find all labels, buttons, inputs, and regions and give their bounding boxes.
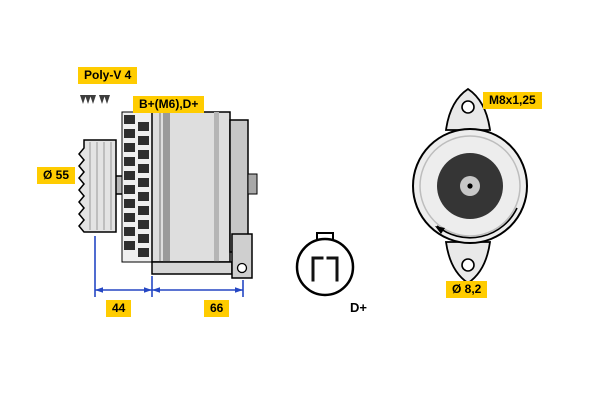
dimension-44-label: 44 [106, 300, 132, 317]
terminals-label: B+(M6),D+ [133, 96, 205, 113]
belt-profile-icon [80, 95, 110, 104]
connector-d-plus-label: D+ [350, 300, 367, 315]
dimension-66-label: 66 [204, 300, 230, 317]
bottom-mount-hole [461, 258, 475, 272]
cooling-fins [124, 115, 149, 257]
top-mount-hole [461, 100, 475, 114]
mount-hole-diameter-label: Ø 8,2 [446, 281, 488, 298]
thread-size-label: M8x1,25 [483, 92, 542, 109]
rotation-arrow-icon [435, 207, 518, 239]
bottom-plate [151, 261, 233, 275]
shaft-center [467, 183, 473, 189]
alternator-side-view [78, 100, 258, 279]
alternator-rear-view [412, 87, 528, 285]
pulley-grooves [89, 142, 112, 230]
rear-terminal [247, 173, 258, 195]
rear-housing [229, 119, 249, 253]
lug-hole [236, 262, 248, 274]
dimension-lines [94, 236, 244, 297]
connector-body [295, 237, 355, 297]
connector-plug [295, 232, 355, 297]
belt-type-label: Poly-V 4 [78, 67, 138, 84]
pulley-diameter-label: Ø 55 [37, 167, 76, 184]
connector-pins [311, 256, 339, 282]
